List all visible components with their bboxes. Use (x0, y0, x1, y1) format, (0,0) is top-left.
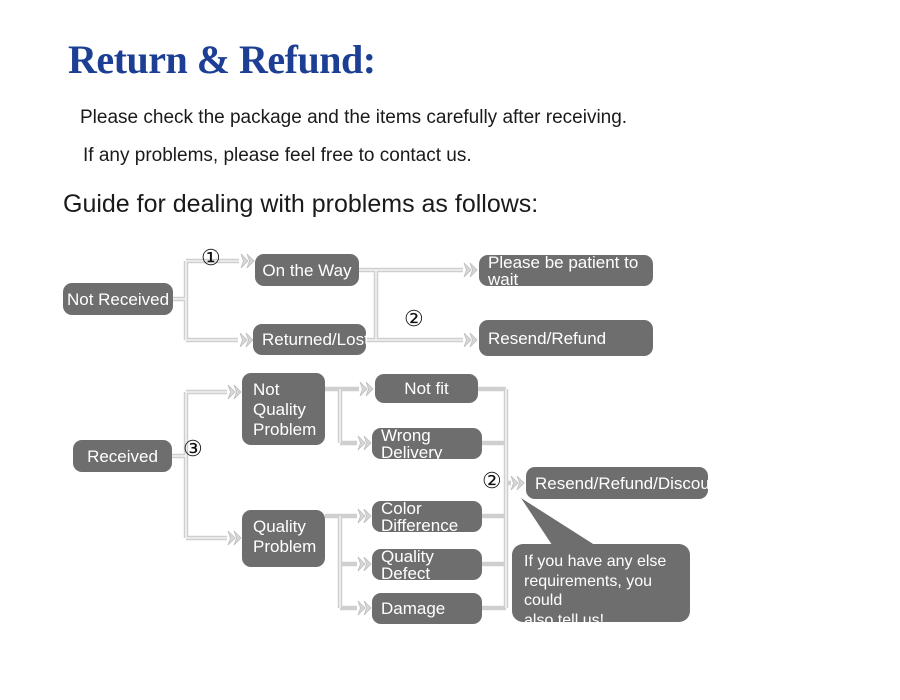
node-color-difference: Color Difference (372, 500, 482, 534)
arrowhead-to-on-the-way (240, 253, 255, 269)
node-damage: Damage (372, 593, 482, 624)
arrowhead-to-damage (357, 600, 372, 616)
extra-requirements-callout: If you have any else requirements, you c… (512, 544, 690, 629)
node-wrong-delivery: Wrong Delivery (372, 427, 482, 461)
node-quality-defect: Quality Defect (372, 548, 482, 582)
node-quality-problem: Quality Problem (242, 510, 325, 567)
marker-1: ① (201, 245, 221, 270)
node-received: Received (73, 440, 172, 472)
marker-2b: ② (482, 468, 502, 493)
arrowhead-to-not-fit (359, 381, 374, 397)
arrowhead-to-not-quality-problem (227, 384, 242, 400)
node-on-the-way: On the Way (255, 254, 359, 286)
node-not-quality-problem: Not Quality Problem (242, 373, 325, 445)
node-returned-lost: Returned/Lost (253, 324, 369, 355)
arrowhead-to-please-wait (463, 262, 478, 278)
intro-line-2: If any problems, please feel free to con… (83, 145, 472, 166)
arrowhead-to-quality-defect (357, 556, 372, 572)
node-not-fit: Not fit (375, 374, 478, 403)
node-not-received: Not Received (63, 283, 173, 315)
guide-heading: Guide for dealing with problems as follo… (63, 190, 539, 218)
marker-3: ③ (183, 436, 203, 461)
arrowhead-to-returned-lost (239, 332, 254, 348)
node-resend-refund-discount: Resend/Refund/Discount (526, 467, 724, 499)
node-resend-refund: Resend/Refund (479, 320, 653, 356)
intro-line-1: Please check the package and the items c… (80, 107, 628, 128)
arrowhead-to-resend-refund (463, 332, 478, 348)
node-please-wait: Please be patient to wait (479, 254, 653, 288)
page-title: Return & Refund: (68, 37, 376, 82)
arrowhead-to-wrong-delivery (357, 435, 372, 451)
marker-2a: ② (404, 306, 424, 331)
arrowhead-to-color-difference (357, 508, 372, 524)
arrowhead-to-quality-problem (227, 530, 242, 546)
arrowhead-to-resend-refund-discount (510, 475, 525, 491)
